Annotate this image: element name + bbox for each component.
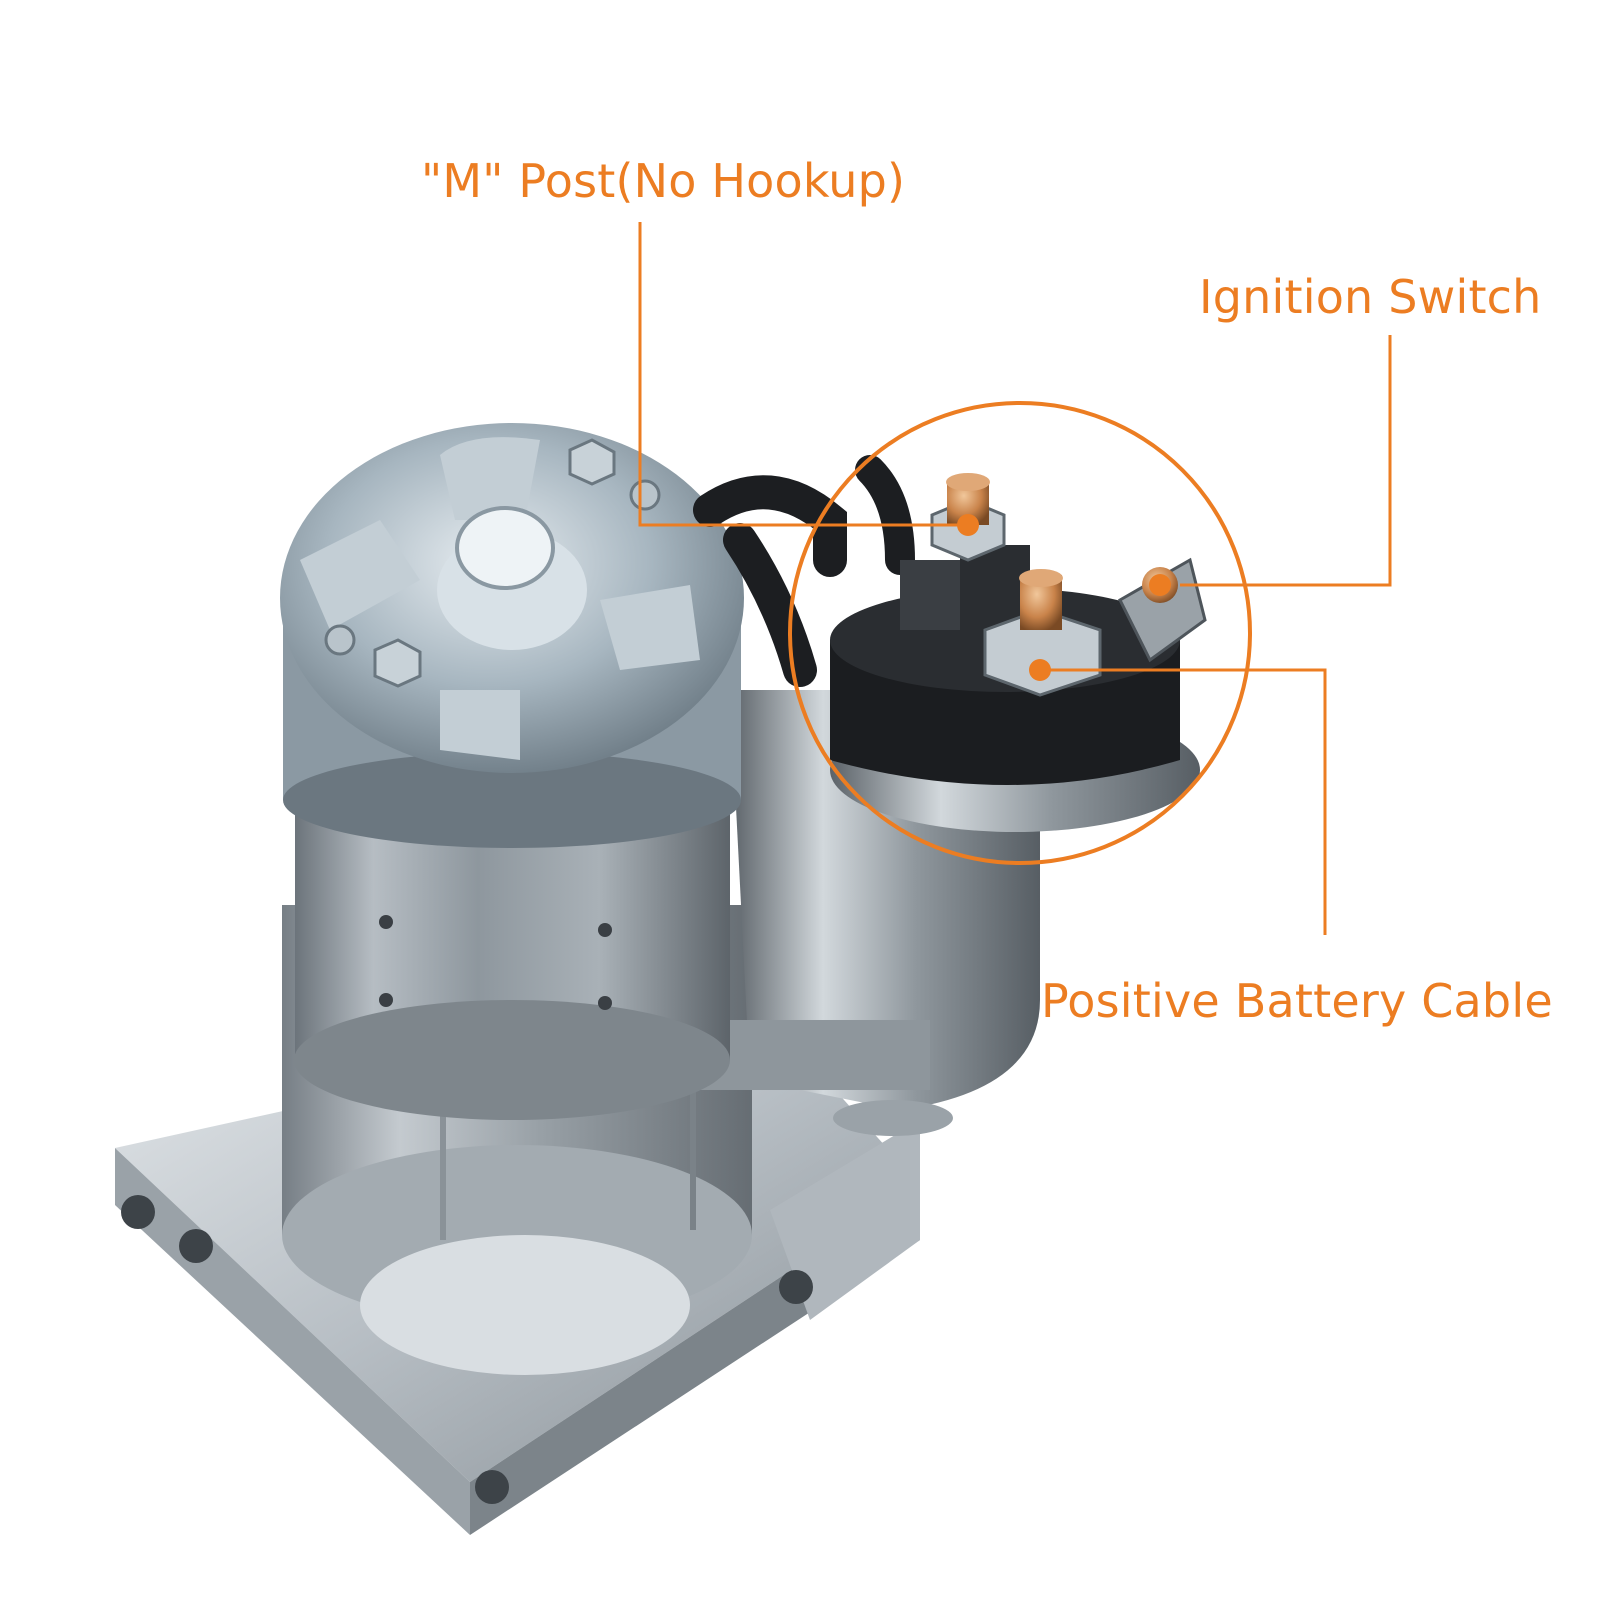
callout-leader-lines — [638, 222, 1392, 935]
black-cables — [693, 455, 915, 687]
m-post-label: "M" Post(No Hookup) — [421, 154, 906, 208]
positive-battery-cable-label: Positive Battery Cable — [1041, 974, 1553, 1028]
m-post-marker-dot — [957, 514, 979, 536]
m-post-leader-line — [638, 222, 968, 527]
battery-marker-dot — [1029, 659, 1051, 681]
solenoid-zoom-circle — [788, 401, 1252, 865]
motor-end-cap — [280, 423, 744, 848]
battery-leader-line — [1040, 668, 1327, 935]
battery-terminal — [983, 569, 1102, 697]
ignition-leader-line — [1180, 335, 1392, 587]
ignition-switch-label: Ignition Switch — [1199, 270, 1542, 324]
ignition-marker-dot — [1149, 574, 1171, 596]
